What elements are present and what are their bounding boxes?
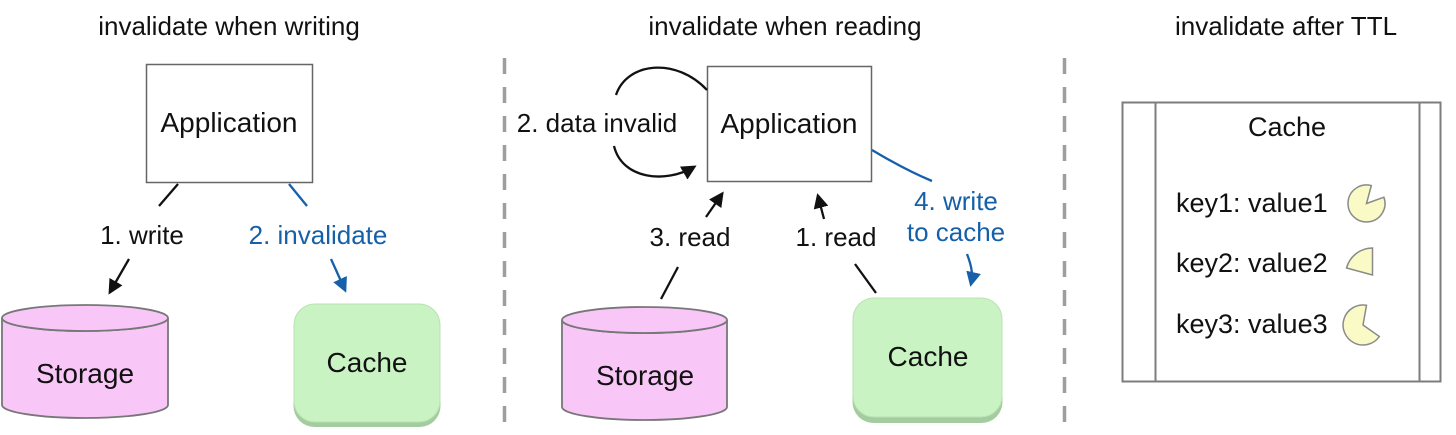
panel1-invalidate-arrow	[329, 258, 347, 293]
panel2-read-storage-label: 3. read	[650, 222, 731, 252]
panel-invalidate-when-reading: invalidate when reading Application 2. d…	[517, 11, 1005, 423]
cache-entry-key1: key1: value1	[1176, 188, 1328, 218]
cache-entry-key2: key2: value2	[1176, 248, 1328, 278]
panel1-application-box	[145, 63, 314, 184]
panel3-cache-box	[1121, 101, 1442, 383]
panel2-read-cache-connector-line	[854, 263, 877, 294]
panel1-invalidate-label: 2. invalidate	[249, 220, 388, 250]
panel2-read-cache-arrow	[813, 193, 829, 220]
panel2-storage-label: Storage	[596, 360, 694, 391]
panel2-read-cache-label: 1. read	[796, 222, 877, 252]
panel2-storage-cylinder: Storage	[561, 306, 728, 421]
panel2-cache-node: Cache	[852, 297, 1003, 423]
panel1-title: invalidate when writing	[98, 11, 360, 41]
panel1-storage-label: Storage	[36, 358, 134, 389]
panel-invalidate-when-writing: invalidate when writing Application 1. w…	[1, 11, 441, 427]
panel2-write-to-cache-label-line2: to cache	[907, 217, 1005, 247]
panel3-title: invalidate after TTL	[1175, 11, 1397, 41]
panel2-application-label: Application	[721, 108, 858, 139]
panel2-read-storage-arrow	[705, 191, 724, 218]
panel1-write-connector-line	[158, 183, 179, 207]
panel1-write-label: 1. write	[100, 220, 184, 250]
panel2-data-invalid-label: 2. data invalid	[517, 108, 677, 138]
panel2-write-to-cache-arrow	[965, 253, 981, 287]
pie-ttl-medium-icon	[1342, 304, 1381, 346]
panel-invalidate-after-ttl: invalidate after TTL Cache key1: value1 …	[1121, 11, 1442, 383]
panel1-write-arrow	[108, 258, 130, 295]
panel2-data-invalid-loop-bottom-arrow	[612, 145, 697, 180]
panel2-application-box	[706, 65, 873, 183]
panel1-invalidate-connector-line	[288, 183, 308, 207]
panel2-write-to-cache-label-line1: 4. write	[914, 186, 998, 216]
pie-ttl-high-icon	[1347, 184, 1386, 223]
panel1-cache-label: Cache	[327, 347, 408, 378]
panel2-cache-label: Cache	[888, 341, 969, 372]
panel2-title: invalidate when reading	[648, 11, 921, 41]
panel1-storage-cylinder: Storage	[1, 304, 169, 419]
panel3-cache-header: Cache	[1248, 112, 1326, 142]
panel1-application-label: Application	[161, 107, 298, 138]
cache-entry-key3: key3: value3	[1176, 309, 1328, 339]
pie-ttl-low-icon	[1345, 247, 1374, 276]
panel2-data-invalid-loop-top	[614, 66, 708, 96]
panel2-read-storage-connector-line	[659, 266, 680, 300]
panel2-write-to-cache-connector-line	[871, 149, 933, 183]
panel1-cache-node: Cache	[293, 303, 441, 427]
